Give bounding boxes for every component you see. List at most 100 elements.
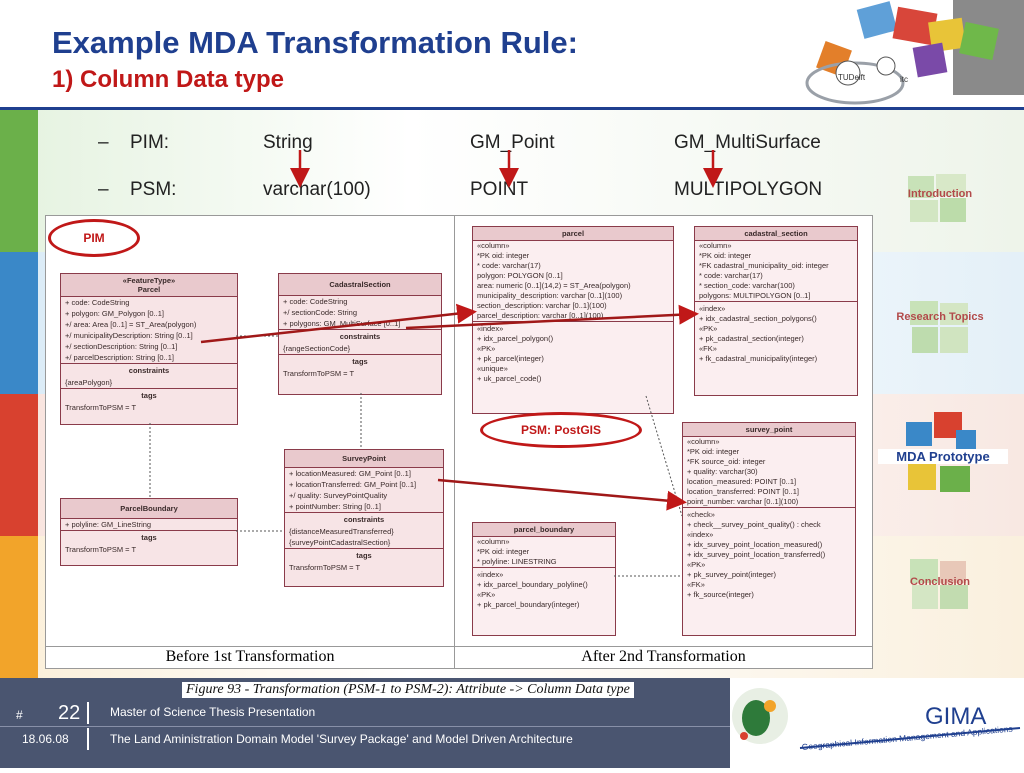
sidenav-introduction[interactable] <box>900 168 980 228</box>
table-row: + fk_cadastral_municipality(integer) <box>699 354 818 363</box>
puzzle-icon <box>906 412 976 492</box>
footer-separator <box>87 728 89 750</box>
table-row: * section_code: varchar(100) <box>699 281 795 290</box>
class-name: CadastralSection <box>279 274 441 296</box>
svg-text:Geographical Information Manag: Geographical Information Management and … <box>801 724 1013 752</box>
table-row: «unique» <box>477 364 508 373</box>
footer-divider <box>0 726 730 727</box>
uml-class-parcelboundary: ParcelBoundary + polyline: GM_LineString… <box>60 498 238 566</box>
class-name: SurveyPoint <box>285 450 443 468</box>
table-name: cadastral_section <box>695 227 857 241</box>
page-subtitle: 1) Column Data type <box>52 66 285 93</box>
constraint: {surveyPointCadastralSection} <box>289 538 391 547</box>
table-row: *PK oid: integer <box>477 547 530 556</box>
attr: + polygons: GM_MultiSurface [0..1] <box>283 319 401 328</box>
table-name: survey_point <box>683 423 855 437</box>
tag: TransformToPSM = T <box>65 545 137 554</box>
table-row: + check__survey_point_quality() : check <box>687 520 821 529</box>
caption-divider <box>46 646 872 647</box>
puzzle-icon <box>910 559 968 609</box>
attr: + code: CodeString <box>65 298 130 307</box>
table-row: «index» <box>699 304 726 313</box>
table-row: «column» <box>687 437 720 446</box>
table-row: + pk_parcel(integer) <box>477 354 544 363</box>
table-row: section_description: varchar [0..1](100) <box>477 301 607 310</box>
table-row: «FK» <box>699 344 717 353</box>
constraints-label: constraints <box>285 512 443 526</box>
table-row: «index» <box>477 324 504 333</box>
table-row: *PK oid: integer <box>687 447 740 456</box>
sidenav-label-introduction: Introduction <box>907 188 973 200</box>
table-row: area: numeric [0..1](14,2) = ST_Area(pol… <box>477 281 631 290</box>
tag: TransformToPSM = T <box>283 369 355 378</box>
footer-line2: The Land Aministration Domain Model 'Sur… <box>110 732 573 746</box>
table-row: «PK» <box>687 560 706 569</box>
figure-divider <box>454 216 455 668</box>
puzzle-logo: TUDelft itc <box>800 0 1024 105</box>
table-row: «column» <box>477 537 510 546</box>
table-row: location_transferred: POINT [0..1] <box>687 487 799 496</box>
svg-text:TUDelft: TUDelft <box>838 73 866 82</box>
mapping-label-psm: PSM: <box>130 179 177 200</box>
mapping-pim-point: GM_Point <box>470 132 555 153</box>
mapping-psm-point: POINT <box>470 179 529 200</box>
table-row: + pk_cadastral_section(integer) <box>699 334 804 343</box>
tags-label: tags <box>61 388 237 402</box>
class-header: «FeatureType»Parcel <box>61 274 237 297</box>
tag: TransformToPSM = T <box>65 403 137 412</box>
footer-line1: Master of Science Thesis Presentation <box>110 705 316 719</box>
table-row: «PK» <box>477 590 496 599</box>
table-row: «column» <box>699 241 732 250</box>
puzzle-icon <box>910 301 968 353</box>
tags-label: tags <box>61 530 237 544</box>
constraint: {distanceMeasuredTransferred} <box>289 527 394 536</box>
table-row: *PK oid: integer <box>699 251 752 260</box>
table-row: «FK» <box>687 580 705 589</box>
table-name: parcel <box>473 227 673 241</box>
table-row: location_measured: POINT [0..1] <box>687 477 797 486</box>
table-row: * code: varchar(17) <box>477 261 541 270</box>
table-survey-point: survey_point «column» *PK oid: integer *… <box>682 422 856 636</box>
attr: + polygon: GM_Polygon [0..1] <box>65 309 165 318</box>
mapping-pim-multisurface: GM_MultiSurface <box>674 132 821 153</box>
sidenav-mda-prototype[interactable] <box>900 408 980 500</box>
uml-class-cadastralsection: CadastralSection + code: CodeString +/ s… <box>278 273 442 395</box>
psm-ellipse: PSM: PostGIS <box>480 412 642 448</box>
attr: + locationTransferred: GM_Point [0..1] <box>289 480 417 489</box>
attr: + pointNumber: String [0..1] <box>289 502 381 511</box>
table-row: polygons: MULTIPOLYGON [0..1] <box>699 291 811 300</box>
attr: +/ municipalityDescription: String [0..1… <box>65 331 193 340</box>
table-row: *FK source_oid: integer <box>687 457 766 466</box>
attr: + code: CodeString <box>283 297 348 306</box>
tags-label: tags <box>279 354 441 368</box>
section-bar-orange <box>0 536 38 678</box>
sidenav-research-topics[interactable] <box>900 295 980 360</box>
uml-figure: PIM «FeatureType»Parcel + code: CodeStri… <box>45 215 873 669</box>
constraint: {rangeSectionCode} <box>283 344 351 353</box>
bullet-dash: – <box>98 132 109 153</box>
table-row: «check» <box>687 510 715 519</box>
tag: TransformToPSM = T <box>289 563 361 572</box>
sidenav-conclusion[interactable] <box>900 553 980 615</box>
tags-label: tags <box>285 548 443 562</box>
class-name: ParcelBoundary <box>61 499 237 519</box>
mapping-pim-string: String <box>263 132 313 153</box>
table-row: «PK» <box>699 324 718 333</box>
table-row: + quality: varchar(30) <box>687 467 758 476</box>
svg-text:itc: itc <box>900 75 908 84</box>
caption-left: Before 1st Transformation <box>165 648 335 665</box>
table-row: *PK oid: integer <box>477 251 530 260</box>
attr: + polyline: GM_LineString <box>65 520 152 529</box>
table-row: point_number: varchar [0..1](100) <box>687 497 799 506</box>
mapping-psm-multipolygon: MULTIPOLYGON <box>674 179 823 200</box>
attr: +/ parcelDescription: String [0..1] <box>65 353 175 362</box>
table-row: + idx_parcel_boundary_polyline() <box>477 580 588 589</box>
gima-logo: GIMA Geographical Information Management… <box>730 678 1024 768</box>
attr: +/ quality: SurveyPointQuality <box>289 491 388 500</box>
table-row: parcel_description: varchar [0..1](100) <box>477 311 604 320</box>
attr: +/ area: Area [0..1] = ST_Area(polygon) <box>65 320 197 329</box>
caption-right: After 2nd Transformation <box>581 648 746 665</box>
title-divider <box>0 107 1024 110</box>
table-parcel-boundary: parcel_boundary «column» *PK oid: intege… <box>472 522 616 636</box>
table-row: «column» <box>477 241 510 250</box>
